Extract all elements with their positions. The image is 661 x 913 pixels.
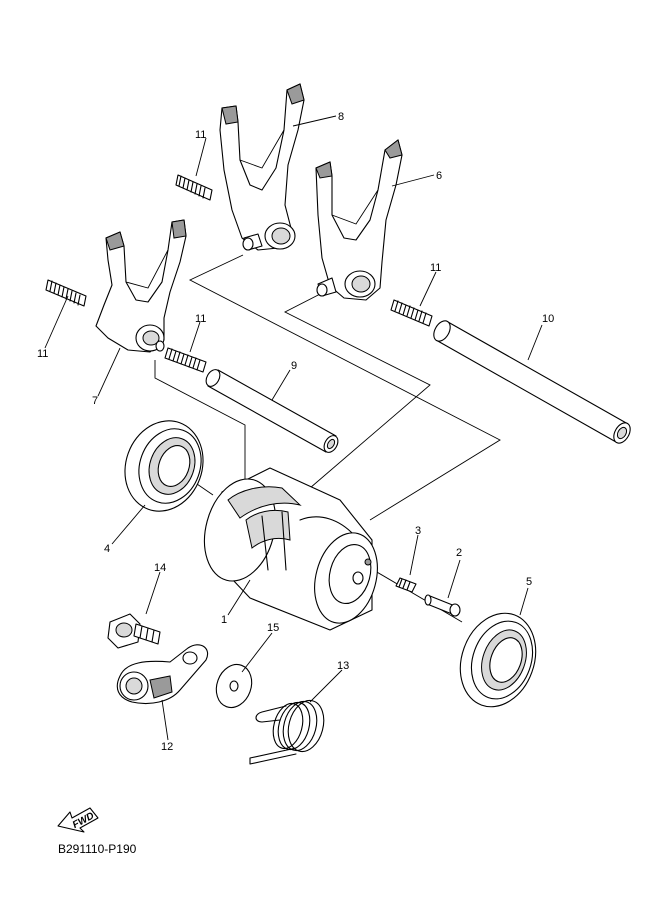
callout-13: 13 bbox=[337, 660, 349, 672]
washer-15[interactable] bbox=[211, 660, 258, 713]
spring-11-d[interactable] bbox=[390, 299, 433, 327]
callout-11-b: 11 bbox=[37, 348, 48, 360]
spring-11-b[interactable] bbox=[45, 279, 87, 307]
fwd-arrow-icon: FWD bbox=[57, 807, 99, 833]
callout-11-a: 11 bbox=[195, 129, 206, 141]
bearing-5[interactable] bbox=[448, 603, 548, 718]
bolt-14[interactable] bbox=[107, 613, 161, 649]
callout-2: 2 bbox=[456, 547, 462, 559]
callout-11-d: 11 bbox=[430, 262, 441, 274]
shift-fork-7[interactable] bbox=[95, 219, 187, 353]
spring-11-c[interactable] bbox=[164, 347, 207, 373]
callout-leaders bbox=[44, 115, 543, 741]
fwd-label: FWD bbox=[71, 811, 96, 831]
guide-bar-9[interactable] bbox=[203, 367, 340, 455]
callout-11-c: 11 bbox=[195, 313, 206, 325]
callout-1: 1 bbox=[221, 614, 227, 626]
spring-3[interactable] bbox=[395, 577, 417, 593]
torsion-spring-13[interactable] bbox=[249, 696, 329, 765]
pin-2[interactable] bbox=[424, 594, 461, 617]
callout-3: 3 bbox=[415, 525, 421, 537]
callout-15: 15 bbox=[267, 622, 279, 634]
bearing-4[interactable] bbox=[113, 410, 216, 522]
diagram-code: B291110-P190 bbox=[58, 842, 137, 856]
guide-bar-10[interactable] bbox=[430, 318, 633, 446]
shift-fork-8[interactable] bbox=[219, 83, 305, 251]
callout-12: 12 bbox=[161, 741, 173, 753]
callout-labels: 8 6 11 11 11 11 7 9 10 4 1 3 2 5 14 15 1… bbox=[37, 111, 554, 753]
callout-7: 7 bbox=[92, 395, 98, 407]
shift-drum-1[interactable] bbox=[194, 467, 387, 631]
callout-8: 8 bbox=[338, 111, 344, 123]
callout-14: 14 bbox=[154, 562, 166, 574]
shift-fork-6[interactable] bbox=[315, 139, 403, 301]
callout-6: 6 bbox=[436, 170, 442, 182]
spring-11-a[interactable] bbox=[175, 174, 213, 201]
callout-5: 5 bbox=[526, 576, 532, 588]
callout-4: 4 bbox=[104, 543, 110, 555]
shift-lever-12[interactable] bbox=[116, 644, 208, 705]
callout-9: 9 bbox=[291, 360, 297, 372]
callout-10: 10 bbox=[542, 313, 554, 325]
